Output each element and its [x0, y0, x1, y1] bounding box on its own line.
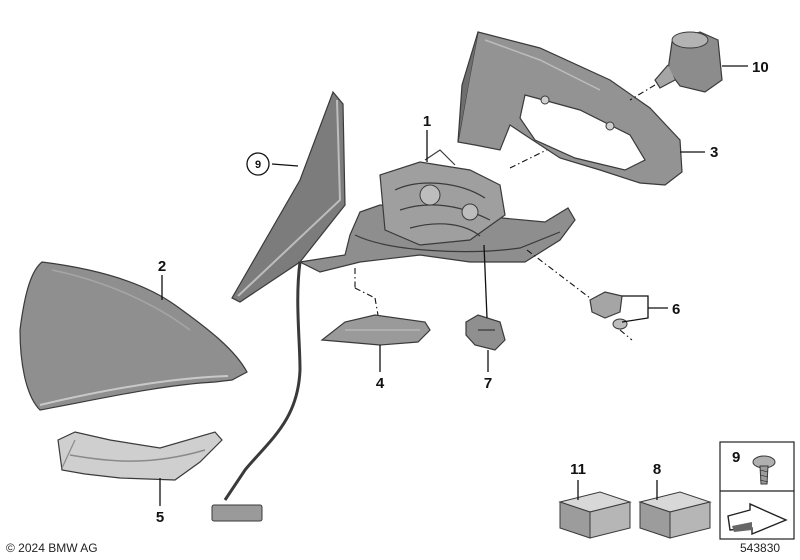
clip-part[interactable]: [589, 291, 628, 330]
leader-6-bracket: [621, 295, 649, 323]
diagram-number: 543830: [740, 541, 780, 555]
axis-line-4c: [374, 297, 379, 316]
callout-11[interactable]: 11: [570, 461, 586, 478]
bracket-part[interactable]: [465, 314, 506, 351]
box-part-8[interactable]: [638, 491, 712, 539]
callout-1[interactable]: 1: [423, 113, 431, 130]
arrow-icon: [727, 502, 788, 536]
trim-part[interactable]: [320, 314, 431, 346]
screw-part[interactable]: [752, 455, 776, 485]
axis-line-4b: [354, 287, 376, 299]
callout-5[interactable]: 5: [156, 509, 164, 526]
callout-10[interactable]: 10: [752, 59, 769, 76]
axis-line-10: [629, 84, 656, 101]
axis-line-6b: [619, 329, 633, 341]
callout-9-circle: [246, 152, 270, 176]
box-part-11[interactable]: [558, 491, 632, 539]
callout-9-circled[interactable]: 9: [255, 159, 261, 171]
leader-9-circled: [271, 163, 299, 167]
mirror-cap-part[interactable]: [19, 261, 248, 411]
callout-4[interactable]: 4: [376, 375, 385, 392]
mirror-frame-part[interactable]: [457, 31, 683, 186]
axis-line-3: [509, 135, 576, 169]
callout-3[interactable]: 3: [710, 144, 718, 161]
turn-signal-part[interactable]: [57, 431, 223, 481]
callout-9-box[interactable]: 9: [732, 449, 740, 466]
axis-line-6: [526, 249, 591, 299]
motor-part[interactable]: [654, 31, 723, 93]
callout-7[interactable]: 7: [484, 375, 492, 392]
copyright-text: © 2024 BMW AG: [6, 541, 98, 555]
callout-8[interactable]: 8: [653, 461, 661, 478]
mirror-glass-part[interactable]: [231, 90, 346, 303]
callout-2[interactable]: 2: [158, 258, 166, 275]
leader-7-upper: [483, 244, 488, 319]
callout-6[interactable]: 6: [672, 301, 680, 318]
mirror-base-part[interactable]: [211, 149, 576, 522]
